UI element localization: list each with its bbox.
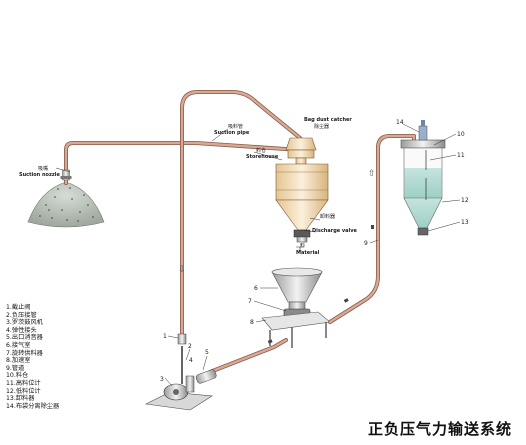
legend-item: 1.截止阀 (6, 304, 31, 311)
legend-item: 12.低料位计 (6, 387, 41, 395)
material-arrow: ⇩ (297, 246, 303, 254)
label-suction-pipe-cn: 吸料管 (228, 123, 243, 130)
stop-valve (177, 333, 187, 345)
storehouse (275, 137, 329, 243)
label-material-cn: 料 (300, 242, 305, 249)
label-bag-dust-catcher-en: Bag dust catcher (304, 117, 352, 123)
legend-item: 9.管道 (6, 364, 25, 372)
component-legend: 1.截止阀 2.负压接管 3.罗茨鼓风机 4.弹性接头 5.出口消音器 6.接气… (6, 304, 59, 410)
label-discharge-valve-en: Discharge valve (312, 228, 358, 234)
callout-10: 10 (457, 131, 465, 138)
callout-1: 1 (163, 333, 167, 340)
leader-lines (55, 123, 461, 387)
material-pile (27, 181, 105, 228)
callout-3: 3 (160, 376, 164, 383)
label-bag-dust-catcher-cn: 除尘器 (314, 123, 329, 130)
callout-12: 12 (461, 197, 469, 204)
callout-13: 13 (461, 219, 469, 226)
legend-item: 8.加速室 (6, 357, 31, 365)
legend-item: 6.接气室 (6, 341, 31, 349)
callout-2: 2 (188, 343, 192, 350)
legend-item: 10.料仓 (6, 372, 29, 380)
roots-blower (144, 346, 217, 411)
legend-item: 3.罗茨鼓风机 (6, 319, 43, 327)
label-storehouse-en: Storehouse (246, 154, 279, 160)
rotary-feeder-unit (261, 267, 331, 348)
legend-item: 2.负压接管 (6, 311, 37, 319)
receiving-silo (400, 120, 446, 236)
label-suction-pipe-en: Suction pipe (214, 130, 250, 136)
callout-5: 5 (205, 349, 209, 356)
legend-item: 11.高料位计 (6, 379, 41, 387)
label-storehouse-cn: 料仓 (256, 147, 266, 154)
callout-8: 8 (250, 319, 254, 326)
callout-14: 14 (396, 119, 404, 126)
legend-item: 14.布袋分离除尘器 (6, 402, 60, 410)
legend-item: 13.卸料器 (6, 395, 35, 403)
label-discharger-cn: 卸料器 (320, 213, 335, 220)
callout-6: 6 (254, 285, 258, 292)
conveying-pipe (208, 134, 416, 374)
return-pipe (180, 90, 302, 342)
flow-marks (267, 225, 374, 344)
component-labels: 吸嘴 Suction nozzle 吸料管 Suction pipe 料仓 St… (19, 117, 358, 256)
legend-item: 5.出口消音器 (6, 334, 43, 342)
callout-9: 9 (364, 240, 368, 247)
label-suction-nozzle-cn: 吸嘴 (38, 165, 48, 172)
callout-11: 11 (457, 152, 465, 159)
callout-numbers: 1 2 3 4 5 6 7 8 9 10 11 12 13 14 (160, 119, 469, 383)
diagram-title: 正负压气力输送系统 (367, 420, 512, 438)
label-suction-nozzle-en: Suction nozzle (19, 172, 60, 178)
suction-nozzle (60, 169, 72, 181)
flow-arrow-up: ⇧ (368, 169, 376, 179)
callout-4: 4 (189, 357, 193, 364)
callout-7: 7 (248, 298, 252, 305)
suction-pipe (64, 141, 302, 185)
legend-item: 7.旋转供料器 (6, 349, 43, 357)
label-material-en: Material (296, 250, 320, 256)
legend-item: 4.弹性接头 (6, 326, 37, 334)
flow-arrow-down: ⇩ (178, 265, 186, 275)
